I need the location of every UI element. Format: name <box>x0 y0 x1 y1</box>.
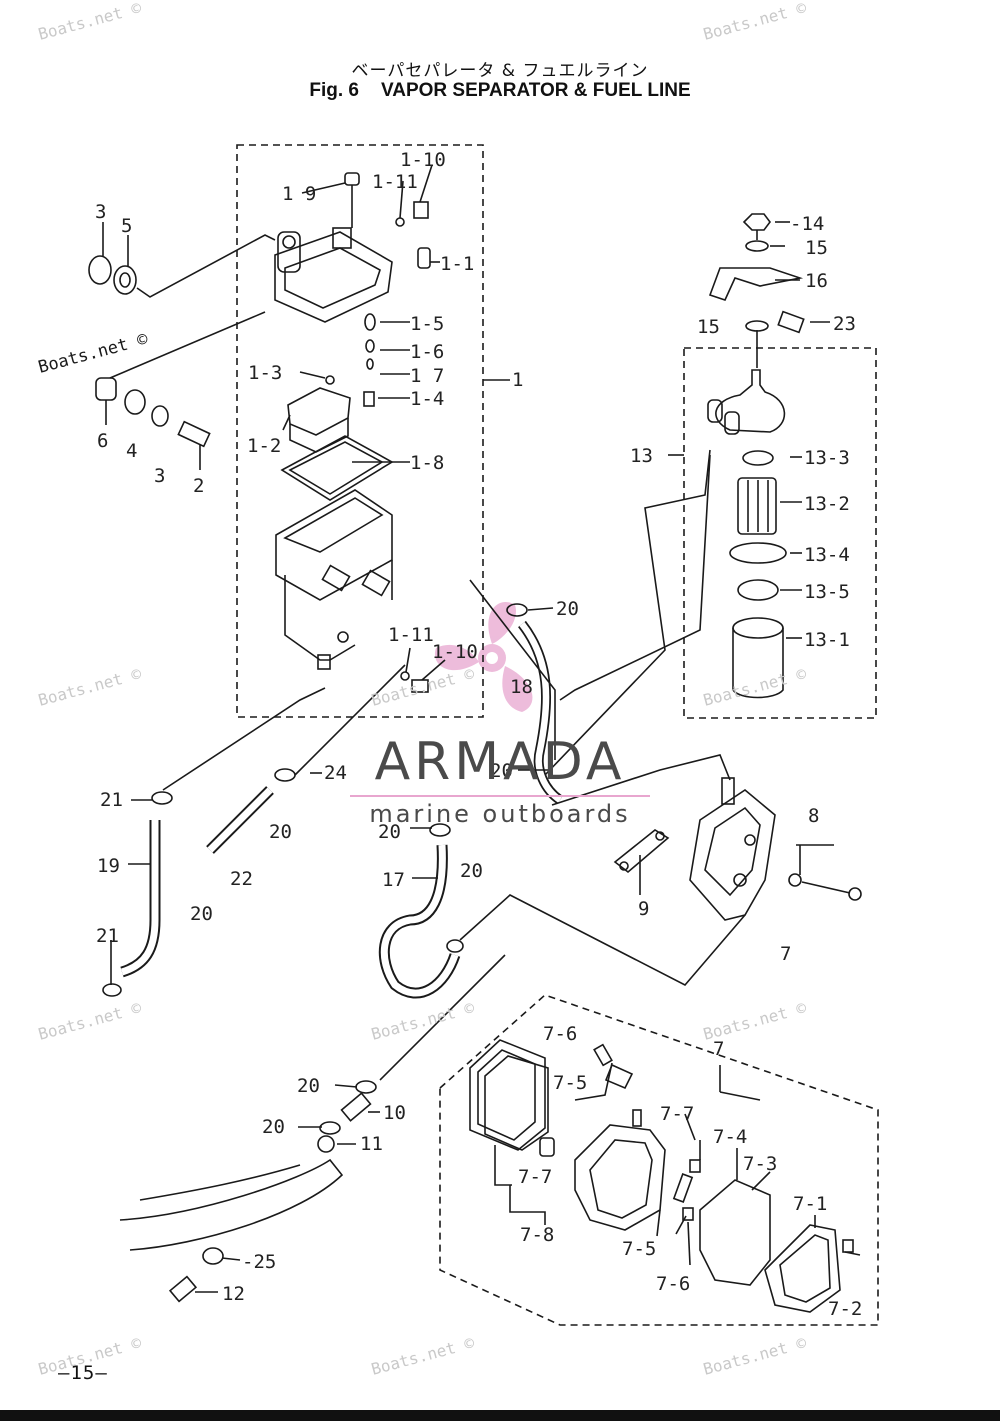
part-label: 20 <box>269 821 292 843</box>
part-labels: 1-10 1 9 1-11 1-1 3 5 1-5 1-6 1-3 1 7 1 … <box>95 149 862 1320</box>
part-label: 1-1 <box>440 253 474 275</box>
part-label: 18 <box>510 676 533 698</box>
part-label: 22 <box>230 868 253 890</box>
part-label: 1-11 <box>388 624 434 646</box>
part-label: 20 <box>460 860 483 882</box>
part-label: 7-5 <box>553 1072 587 1094</box>
part-label: 7-6 <box>656 1273 690 1295</box>
part-label: 20 <box>190 903 213 925</box>
part-label: 2 <box>193 475 204 497</box>
part-label: 9 <box>638 898 649 920</box>
part-label: 24 <box>324 762 347 784</box>
part-label: 20 <box>262 1116 285 1138</box>
part-label: 13-5 <box>804 581 850 603</box>
part-label: 21 <box>96 925 119 947</box>
group-box-1 <box>236 144 484 718</box>
part-label: 1-11 <box>372 171 418 193</box>
watermark-text: Boats.net © <box>36 329 151 378</box>
brand-watermark-subtitle: marine outboards <box>369 800 631 828</box>
part-label: 7-7 <box>660 1103 694 1125</box>
watermark-text: Boats.net © <box>701 664 809 710</box>
part-label: 1-3 <box>248 362 282 384</box>
part-label: 7-2 <box>828 1298 862 1320</box>
page-number: —15— <box>58 1362 108 1384</box>
part-label: 20 <box>378 821 401 843</box>
part-label: 13 <box>630 445 653 467</box>
watermark-text: Boats.net © <box>36 998 144 1044</box>
part-label: 10 <box>383 1102 406 1124</box>
part-label: 15 <box>805 237 828 259</box>
watermark-text: Boats.net © <box>369 1333 477 1379</box>
part-label: 1-4 <box>410 388 444 410</box>
part-label: -25 <box>242 1251 276 1273</box>
group-box-7 <box>439 994 879 1326</box>
part-label: 7-5 <box>622 1238 656 1260</box>
part-label: 20 <box>297 1075 320 1097</box>
watermark-text: Boats.net © <box>369 664 477 710</box>
part-label: 1-5 <box>410 313 444 335</box>
watermark-text: Boats.net © <box>701 0 809 44</box>
part-label: 13-3 <box>804 447 850 469</box>
watermark-text: Boats.net © <box>701 1333 809 1379</box>
part-label: 19 <box>97 855 120 877</box>
part-label: 1-6 <box>410 341 444 363</box>
part-label: -14 <box>790 213 824 235</box>
brand-watermark: ARMADA <box>374 732 626 792</box>
part-label: 7-7 <box>518 1166 552 1188</box>
bottom-border <box>0 1410 1000 1421</box>
part-label: 15 <box>697 316 720 338</box>
part-label: 13-2 <box>804 493 850 515</box>
part-label: 1-8 <box>410 452 444 474</box>
part-label: 12 <box>222 1283 245 1305</box>
part-label: 7-4 <box>713 1126 747 1148</box>
part-label: 1-2 <box>247 435 281 457</box>
part-label: 1 7 <box>410 365 444 387</box>
part-label: 20 <box>490 760 513 782</box>
part-label: 11 <box>360 1133 383 1155</box>
part-label: 3 <box>95 201 106 223</box>
watermark-text: Boats.net © <box>36 0 144 44</box>
part-label: 7-1 <box>793 1193 827 1215</box>
figure-number: Fig. 6 <box>309 80 359 101</box>
part-label: 1 9 <box>282 183 316 205</box>
part-label: 17 <box>382 869 405 891</box>
part-label: 7-6 <box>543 1023 577 1045</box>
part-label: 7 <box>780 943 791 965</box>
part-label: 1-10 <box>400 149 446 171</box>
part-label: 1-10 <box>432 641 478 663</box>
part-label: 4 <box>126 440 137 462</box>
figure-title: Fig. 6 VAPOR SEPARATOR & FUEL LINE <box>0 80 1000 102</box>
figure-title-text: VAPOR SEPARATOR & FUEL LINE <box>380 80 691 101</box>
part-label: 5 <box>121 215 132 237</box>
part-label: 7-8 <box>520 1224 554 1246</box>
part-label: 16 <box>805 270 828 292</box>
part-label: 8 <box>808 805 819 827</box>
part-label: 13-4 <box>804 544 850 566</box>
part-label: 20 <box>556 598 579 620</box>
part-label: 1 <box>512 369 523 391</box>
drawing-linework <box>88 144 879 1326</box>
part-label: 6 <box>97 430 108 452</box>
title-japanese: ベーパセパレータ & フュエルライン <box>351 61 649 81</box>
part-label: 3 <box>154 465 165 487</box>
part-label: 21 <box>100 789 123 811</box>
part-label: 23 <box>833 313 856 335</box>
watermark-text: Boats.net © <box>701 998 809 1044</box>
part-label: 7 <box>713 1038 724 1060</box>
watermark-text: Boats.net © <box>36 664 144 710</box>
group-box-13 <box>683 347 877 719</box>
part-label: 13-1 <box>804 629 850 651</box>
part-label: 7-3 <box>743 1153 777 1175</box>
armada-logo-icon <box>434 601 533 712</box>
